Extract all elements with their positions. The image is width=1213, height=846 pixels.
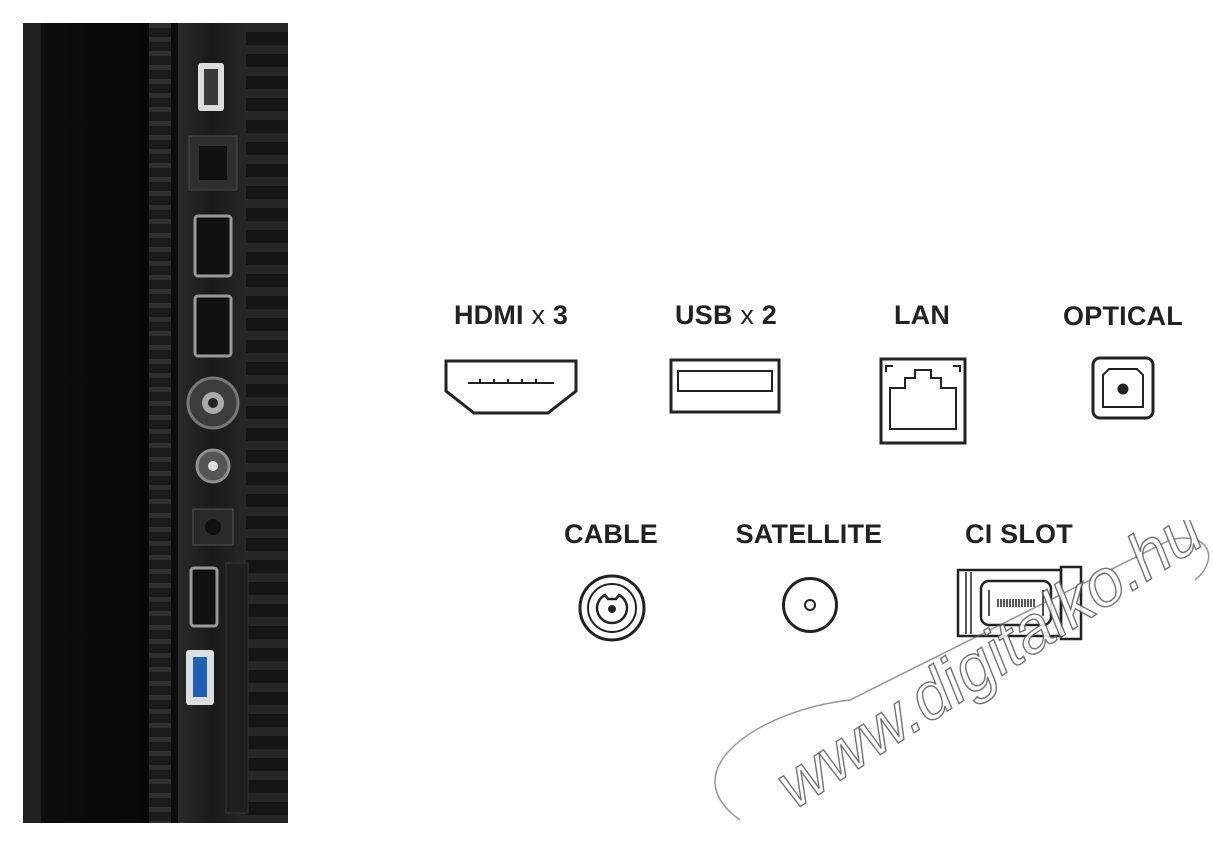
satellite-icon [782,577,838,633]
satellite-label: SATELLITE [735,519,883,549]
tv-back-panel-photo [23,23,288,823]
optical-icon [1091,356,1155,420]
hdmi-label: HDMI x 3 [453,300,569,330]
cable-label: CABLE [564,519,658,549]
lan-icon [879,357,967,445]
ci-slot-icon [956,565,1083,641]
cable-icon [578,574,646,642]
hdmi-icon [444,359,578,415]
ci-slot-label: CI SLOT [965,519,1073,549]
optical-label: OPTICAL [1063,301,1183,331]
svg-text:www.digitalko.hu: www.digitalko.hu [762,520,1213,822]
watermark-logo: www.digitalko.hu [714,520,1213,822]
usb-icon [669,358,781,414]
usb-label: USB x 2 [675,300,777,330]
lan-label: LAN [893,300,951,330]
